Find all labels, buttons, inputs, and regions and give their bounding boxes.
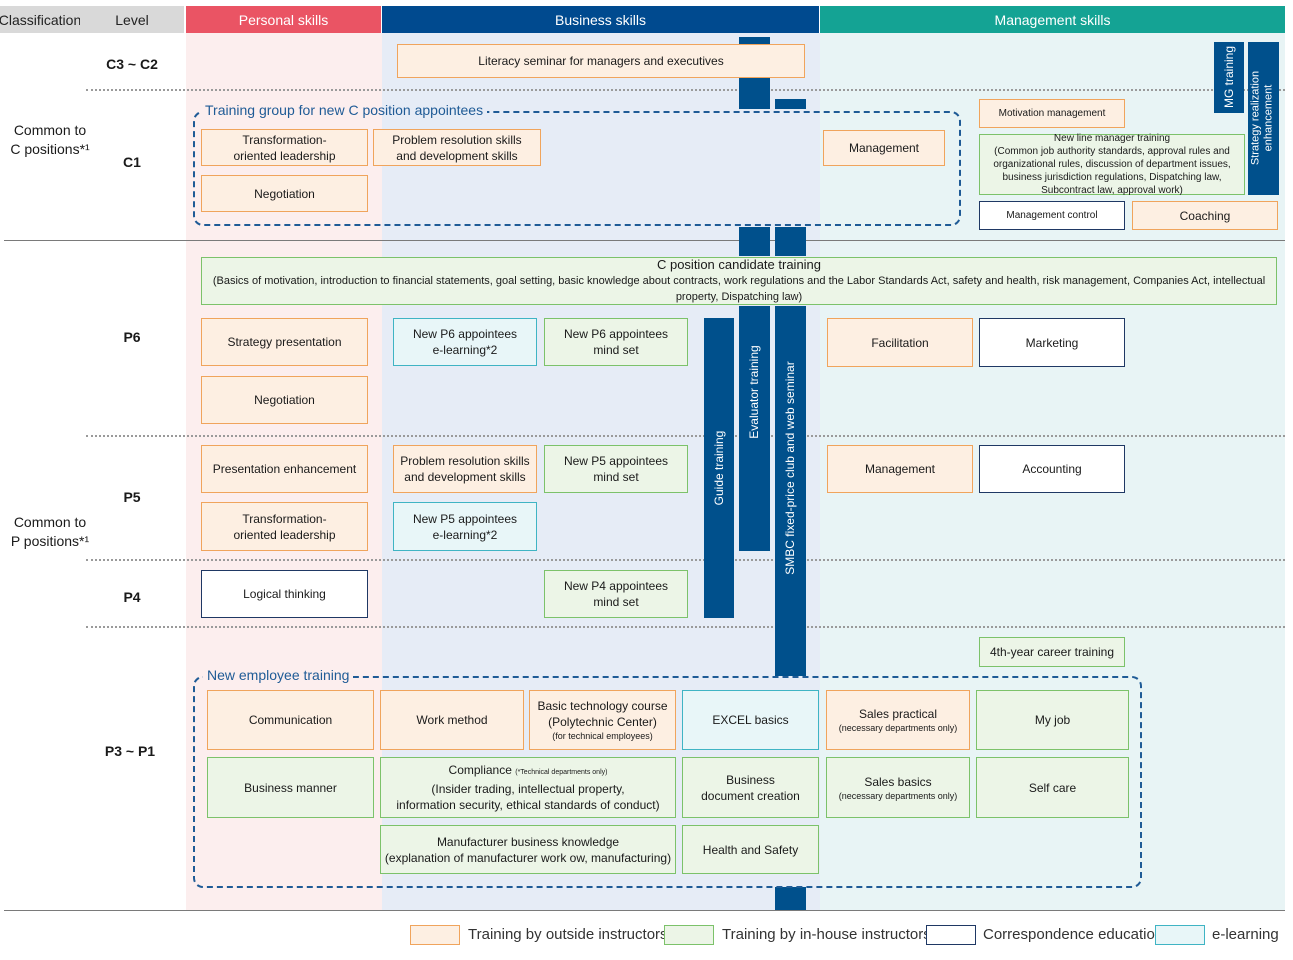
classification-p-positions: Common to P positions*¹ (10, 514, 90, 549)
accounting: Accounting (979, 445, 1125, 493)
level-p5: P5 (123, 489, 141, 505)
business-manner: Business manner (207, 757, 374, 818)
compliance-title-line: Compliance (*Technical departments only) (449, 762, 608, 781)
legend-swatch-elearning (1155, 925, 1205, 945)
separator-p6-p5 (86, 435, 1285, 437)
group-new-c-appointees-label: Training group for new C position appoin… (201, 102, 488, 118)
p5-presentation-enhancement: Presentation enhancement (201, 445, 368, 493)
legend-swatch-inhouse (664, 925, 714, 945)
p5-elearning: New P5 appointees e-learning*2 (393, 502, 537, 551)
communication: Communication (207, 690, 374, 750)
new-line-manager-detail: (Common job authority standards, approva… (993, 146, 1231, 196)
business-document-creation: Business document creation (682, 757, 819, 818)
c1-negotiation: Negotiation (201, 175, 368, 212)
p5-management: Management (827, 445, 973, 493)
fourth-year-career-training: 4th-year career training (979, 637, 1125, 667)
bar-smbc-bottom (775, 887, 806, 910)
business-skills-header: Business skills (382, 6, 819, 33)
sales-basics-note: (necessary departments only) (838, 790, 958, 801)
sales-practical: Sales practical (necessary departments o… (826, 690, 970, 750)
motivation-management: Motivation management (979, 99, 1125, 128)
level-p4: P4 (123, 589, 141, 605)
legend-label-correspondence: Correspondence education (983, 926, 1164, 943)
candidate-training-detail: (Basics of motivation, introduction to f… (212, 275, 1266, 303)
facilitation: Facilitation (827, 318, 973, 367)
sales-practical-note: (necessary departments only) (838, 723, 958, 733)
personal-skills-header: Personal skills (186, 6, 381, 33)
classification-header: Classification (0, 6, 81, 33)
candidate-training-title: C position candidate training (656, 257, 822, 272)
compliance-detail: (Insider trading, intellectual property,… (396, 782, 660, 812)
level-header: Level (80, 6, 184, 33)
bar-strategy-realization-label: Strategy realization enhancement (1249, 70, 1275, 166)
legend-swatch-outside (410, 925, 460, 945)
coaching: Coaching (1132, 201, 1278, 230)
separator-p5-p4 (86, 559, 1285, 561)
bar-evaluator-training (739, 306, 770, 551)
p6-mindset: New P6 appointees mind set (544, 318, 688, 366)
bar-strategy-realization (1248, 42, 1279, 195)
bar-smbc-club (775, 306, 806, 676)
bar-smbc-mid (775, 227, 806, 256)
bar-mg-training (1214, 42, 1244, 113)
separator-bottom (4, 910, 1285, 911)
bar-guide-training-label: Guide training (712, 430, 726, 506)
marketing: Marketing (979, 318, 1125, 367)
level-p6: P6 (123, 329, 141, 345)
p4-mindset: New P4 appointees mind set (544, 570, 688, 618)
p6-strategy-presentation: Strategy presentation (201, 318, 368, 366)
separator-c3-c1 (86, 89, 1285, 91)
group-new-employee-training (193, 676, 1142, 888)
new-line-manager-training: New line manager training (Common job au… (979, 133, 1245, 196)
legend-swatch-correspondence (926, 925, 976, 945)
compliance-note: (*Technical departments only) (515, 769, 608, 776)
legend-label-inhouse: Training by in-house instructors (722, 926, 931, 943)
c1-management: Management (823, 130, 945, 166)
p5-mindset: New P5 appointees mind set (544, 445, 688, 493)
bar-smbc-club-label: SMBC fixed-price club and web seminar (783, 361, 797, 575)
separator-p4-p3 (86, 626, 1285, 628)
my-job: My job (976, 690, 1129, 750)
c1-transformation-leadership: Transformation- oriented leadership (201, 129, 368, 166)
bar-guide-training (704, 318, 734, 618)
p5-transformation-leadership: Transformation- oriented leadership (201, 502, 368, 551)
legend-label-outside: Training by outside instructors (468, 926, 668, 943)
bar-smbc-top (775, 99, 806, 109)
excel-basics: EXCEL basics (682, 690, 819, 750)
self-care: Self care (976, 757, 1129, 818)
bar-evaluator-training-label: Evaluator training (747, 345, 761, 439)
group-new-employee-training-label: New employee training (203, 667, 354, 683)
management-control: Management control (979, 201, 1125, 230)
level-c3-c2: C3 ~ C2 (106, 56, 158, 72)
basic-technology-note: (for technical employees) (552, 731, 653, 741)
c-position-candidate-training: C position candidate training (Basics of… (201, 257, 1277, 305)
basic-technology-course: Basic technology course (Polytechnic Cen… (529, 690, 676, 750)
logical-thinking: Logical thinking (201, 570, 368, 618)
management-skills-header: Management skills (820, 6, 1285, 33)
work-method: Work method (380, 690, 524, 750)
compliance-title: Compliance (448, 763, 512, 777)
compliance: Compliance (*Technical departments only)… (380, 757, 676, 818)
level-c1: C1 (123, 154, 141, 170)
basic-technology-title: Basic technology course (Polytechnic Cen… (537, 699, 668, 729)
bar-evaluator-mid (739, 227, 770, 256)
separator-c-p (4, 240, 1285, 241)
p6-negotiation: Negotiation (201, 376, 368, 424)
sales-basics: Sales basics (necessary departments only… (826, 757, 970, 818)
level-p3-p1: P3 ~ P1 (104, 743, 156, 759)
group-new-c-appointees (193, 111, 961, 226)
literacy-seminar: Literacy seminar for managers and execut… (397, 44, 805, 78)
bar-mg-training-label: MG training (1222, 45, 1236, 109)
new-line-manager-title: New line manager training (1053, 133, 1171, 144)
sales-basics-title: Sales basics (864, 774, 932, 789)
p5-problem-resolution: Problem resolution skills and developmen… (393, 445, 537, 493)
c1-problem-resolution: Problem resolution skills and developmen… (373, 129, 541, 166)
classification-c-positions: Common to C positions*¹ (10, 122, 90, 157)
sales-practical-title: Sales practical (858, 707, 938, 721)
manufacturer-business-knowledge: Manufacturer business knowledge (explana… (380, 825, 676, 874)
legend-label-elearning: e-learning (1212, 926, 1279, 943)
health-and-safety: Health and Safety (682, 825, 819, 874)
p6-elearning: New P6 appointees e-learning*2 (393, 318, 537, 366)
